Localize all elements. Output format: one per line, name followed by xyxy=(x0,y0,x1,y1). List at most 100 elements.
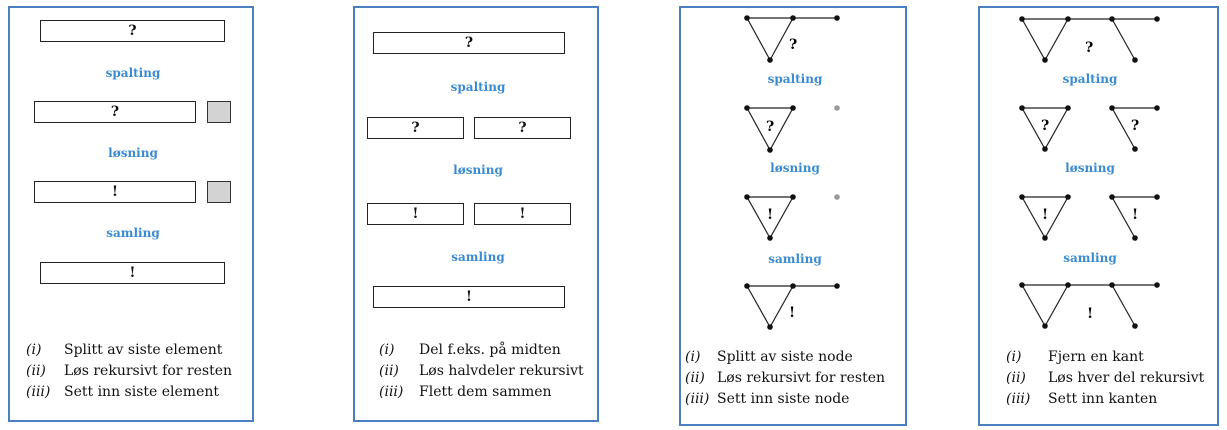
graph-node xyxy=(1042,235,1048,241)
solved-mark: ! xyxy=(1087,306,1093,322)
legend-row: (ii)Løs halvdeler rekursivt xyxy=(379,361,584,382)
graph-node xyxy=(767,235,773,241)
legend-number: (i) xyxy=(1006,349,1022,365)
last-element-block xyxy=(207,181,231,203)
step-label-combine: samling xyxy=(1063,251,1117,265)
unknown-array-box: ? xyxy=(40,20,225,42)
graph-node xyxy=(1065,282,1071,288)
graph-node xyxy=(767,57,773,63)
graph-node xyxy=(744,105,750,111)
legend-row: (i) Splitt av siste node xyxy=(685,347,885,368)
step-label-solve: løsning xyxy=(770,161,820,175)
legend-row: (ii) Løs rekursivt for resten xyxy=(685,368,885,389)
legend-number: (iii) xyxy=(1006,391,1031,407)
graph-node xyxy=(1019,105,1025,111)
solved-left-half-box: ! xyxy=(367,203,464,225)
solved-mark: ! xyxy=(1132,207,1138,223)
legend-number: (ii) xyxy=(379,363,399,379)
last-element-block xyxy=(207,101,231,123)
graph-node xyxy=(834,283,840,289)
unknown-mark: ? xyxy=(1131,118,1139,134)
graph-edge xyxy=(1111,284,1136,327)
unknown-rest-box: ? xyxy=(34,101,196,123)
unknown-right-half-box: ? xyxy=(474,117,571,139)
graph-node xyxy=(744,283,750,289)
legend-text: Splitt av siste node xyxy=(717,349,853,365)
graph-node xyxy=(790,105,796,111)
legend-text: Sett inn siste element xyxy=(64,384,219,400)
legend-row: (ii)Løs rekursivt for resten xyxy=(26,361,232,382)
graph-node xyxy=(1132,57,1138,63)
legend-text: Del f.eks. på midten xyxy=(419,342,561,358)
graph-node xyxy=(834,15,840,21)
legend-text: Splitt av siste element xyxy=(64,342,223,358)
step-label-combine: samling xyxy=(451,250,505,264)
legend-text: Flett dem sammen xyxy=(419,384,552,400)
solved-right-half-box: ! xyxy=(474,203,571,225)
graph-node xyxy=(1132,235,1138,241)
unknown-mark: ? xyxy=(1041,118,1049,134)
legend-text: Løs hver del rekursivt xyxy=(1048,370,1205,386)
legend-row: (i) Splitt av siste element xyxy=(26,340,232,361)
legend-number: (ii) xyxy=(685,370,705,386)
panel-split-last-node: ? ? ! ! spalting løsning samling (i)Spli… xyxy=(679,6,907,426)
graph-node xyxy=(1019,194,1025,200)
legend-text: Sett inn kanten xyxy=(1048,391,1158,407)
graph-edge xyxy=(746,107,795,152)
step-label-solve: løsning xyxy=(1065,161,1115,175)
legend: (i) Del f.eks. på midten (ii)Løs halvdele… xyxy=(379,340,584,403)
graph-node xyxy=(1065,194,1071,200)
graph-node xyxy=(744,194,750,200)
legend-number: (i) xyxy=(26,342,42,358)
legend-text: Sett inn siste node xyxy=(717,391,850,407)
step-label-solve: løsning xyxy=(108,146,158,160)
unknown-mark: ? xyxy=(1085,40,1093,56)
graph-node xyxy=(1042,57,1048,63)
graph-node xyxy=(1019,282,1025,288)
legend-row: (ii)Løs hver del rekursivt xyxy=(1006,368,1204,389)
legend-row: (iii)Sett inn siste node xyxy=(685,389,885,410)
graph-diagram: ? ? ! ! xyxy=(744,15,840,330)
step-label-split: spalting xyxy=(450,80,506,94)
graph-node xyxy=(1154,282,1160,288)
graph-node xyxy=(1132,323,1138,329)
unknown-mark: ? xyxy=(766,119,774,135)
graph-edge xyxy=(1021,284,1070,328)
legend-number: (i) xyxy=(379,342,395,358)
panel-split-last-element: ? spalting ? løsning ! samling ! (i)Spli… xyxy=(8,6,254,422)
solved-mark: ! xyxy=(1042,207,1048,223)
legend-row: (iii) Sett inn kanten xyxy=(1006,389,1204,410)
graph-node xyxy=(1132,146,1138,152)
legend-row: (iii) Sett inn siste element xyxy=(26,382,232,403)
legend-number: (iii) xyxy=(26,384,51,400)
graph-node xyxy=(767,147,773,153)
legend-number: (i) xyxy=(685,349,701,365)
isolated-node xyxy=(834,105,840,111)
step-label-solve: løsning xyxy=(453,163,503,177)
legend-text: Løs rekursivt for resten xyxy=(717,370,886,386)
graph-node xyxy=(744,15,750,21)
legend-row: (iii) Flett dem sammen xyxy=(379,382,584,403)
legend-number: (iii) xyxy=(379,384,404,400)
graph-node xyxy=(1109,16,1115,22)
solved-rest-box: ! xyxy=(34,181,196,203)
legend-text: Fjern en kant xyxy=(1048,349,1144,365)
legend-row: (i) Fjern en kant xyxy=(1006,347,1204,368)
step-label-combine: samling xyxy=(768,252,822,266)
legend: (i) Fjern en kant (ii)Løs hver del rekurs… xyxy=(1006,347,1204,410)
step-label-combine: samling xyxy=(106,226,160,240)
unknown-array-box: ? xyxy=(373,32,565,54)
graph-node xyxy=(1109,194,1115,200)
legend-text: Løs rekursivt for resten xyxy=(64,363,233,379)
graph-node xyxy=(1065,16,1071,22)
isolated-node xyxy=(834,194,840,200)
step-label-split: spalting xyxy=(1062,72,1118,86)
legend-row: (i) Del f.eks. på midten xyxy=(379,340,584,361)
solved-array-box: ! xyxy=(40,262,225,284)
graph-edge xyxy=(1021,196,1070,240)
graph-edge xyxy=(746,285,795,329)
graph-edge xyxy=(746,196,795,240)
unknown-mark: ? xyxy=(789,37,797,53)
graph-node xyxy=(790,15,796,21)
graph-node xyxy=(1019,16,1025,22)
